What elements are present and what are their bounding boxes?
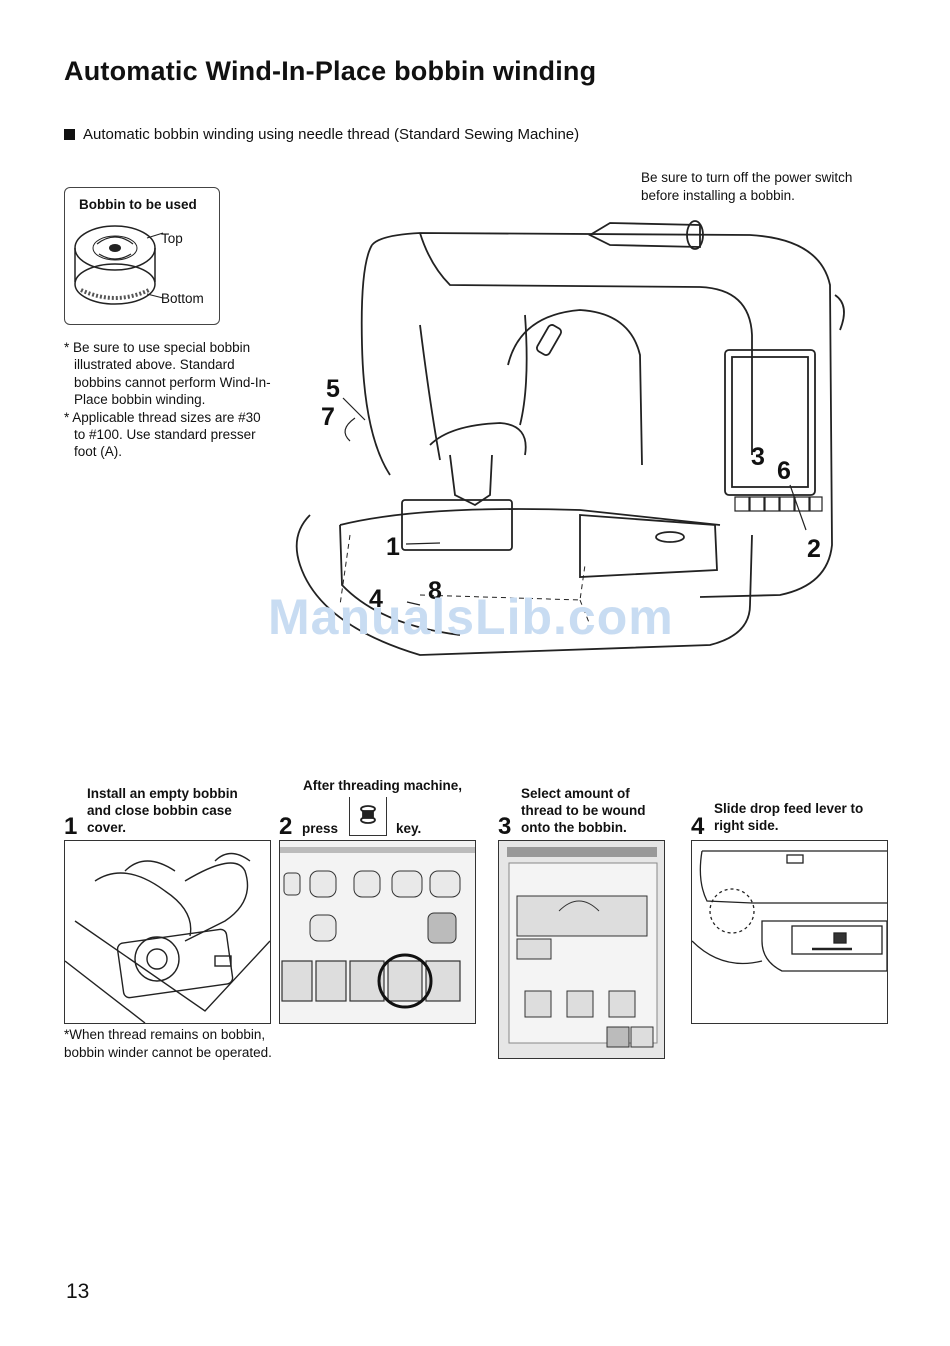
bobbin-notes: * Be sure to use special bobbin illustra… [64, 339, 274, 461]
callout-2: 2 [807, 535, 821, 563]
step-4-number: 4 [691, 813, 705, 840]
lcd-screen-illustration [280, 847, 475, 1009]
bobbin-bottom-label: Bottom [161, 291, 204, 306]
section-subtitle: Automatic bobbin winding using needle th… [64, 126, 579, 143]
bobbin-install-illustration [64, 852, 271, 1024]
drop-feed-lever-illustration [691, 850, 888, 972]
step-3-screen [498, 840, 665, 1059]
callout-5: 5 [326, 375, 340, 403]
subtitle-text: Automatic bobbin winding using needle th… [83, 126, 580, 143]
bobbin-top-label: Top [161, 231, 183, 246]
page-title: Automatic Wind-In-Place bobbin winding [64, 56, 597, 86]
bobbin-box-title: Bobbin to be used [79, 197, 197, 212]
wind-amount-screen [507, 847, 658, 1048]
step-2-press: press [302, 821, 339, 836]
step-4-image [691, 840, 888, 1024]
step-2-intro: After threading machine, [303, 778, 463, 793]
bobbin-illustration [74, 225, 164, 305]
step-1-image [64, 840, 271, 1024]
callout-4: 4 [369, 585, 383, 613]
power-note: Be sure to turn off the power switch bef… [641, 170, 853, 203]
sewing-machine-illustration [295, 220, 845, 656]
footnote: *When thread remains on bobbin, bobbin w… [64, 1027, 272, 1060]
step-2-number: 2 [279, 813, 293, 840]
step-3-number: 3 [498, 813, 512, 840]
callout-8: 8 [428, 577, 442, 605]
step-2-key: key. [396, 821, 422, 836]
callout-3: 3 [751, 443, 765, 471]
page-number: 13 [66, 1280, 90, 1303]
bobbin-box: Bobbin to be used Top Bottom [64, 187, 220, 325]
step-1-number: 1 [64, 813, 78, 840]
note-special-bobbin: * Be sure to use special bobbin illustra… [64, 340, 271, 408]
callout-1: 1 [386, 533, 400, 561]
step-2-screen [279, 840, 476, 1024]
callout-6: 6 [777, 457, 791, 485]
bobbin-key-icon [349, 797, 387, 836]
callout-7: 7 [321, 403, 335, 431]
bullet-icon [64, 129, 75, 140]
note-thread-sizes: * Applicable thread sizes are #30 to #10… [64, 409, 261, 460]
watermark: ManualsLib.com [268, 589, 674, 645]
